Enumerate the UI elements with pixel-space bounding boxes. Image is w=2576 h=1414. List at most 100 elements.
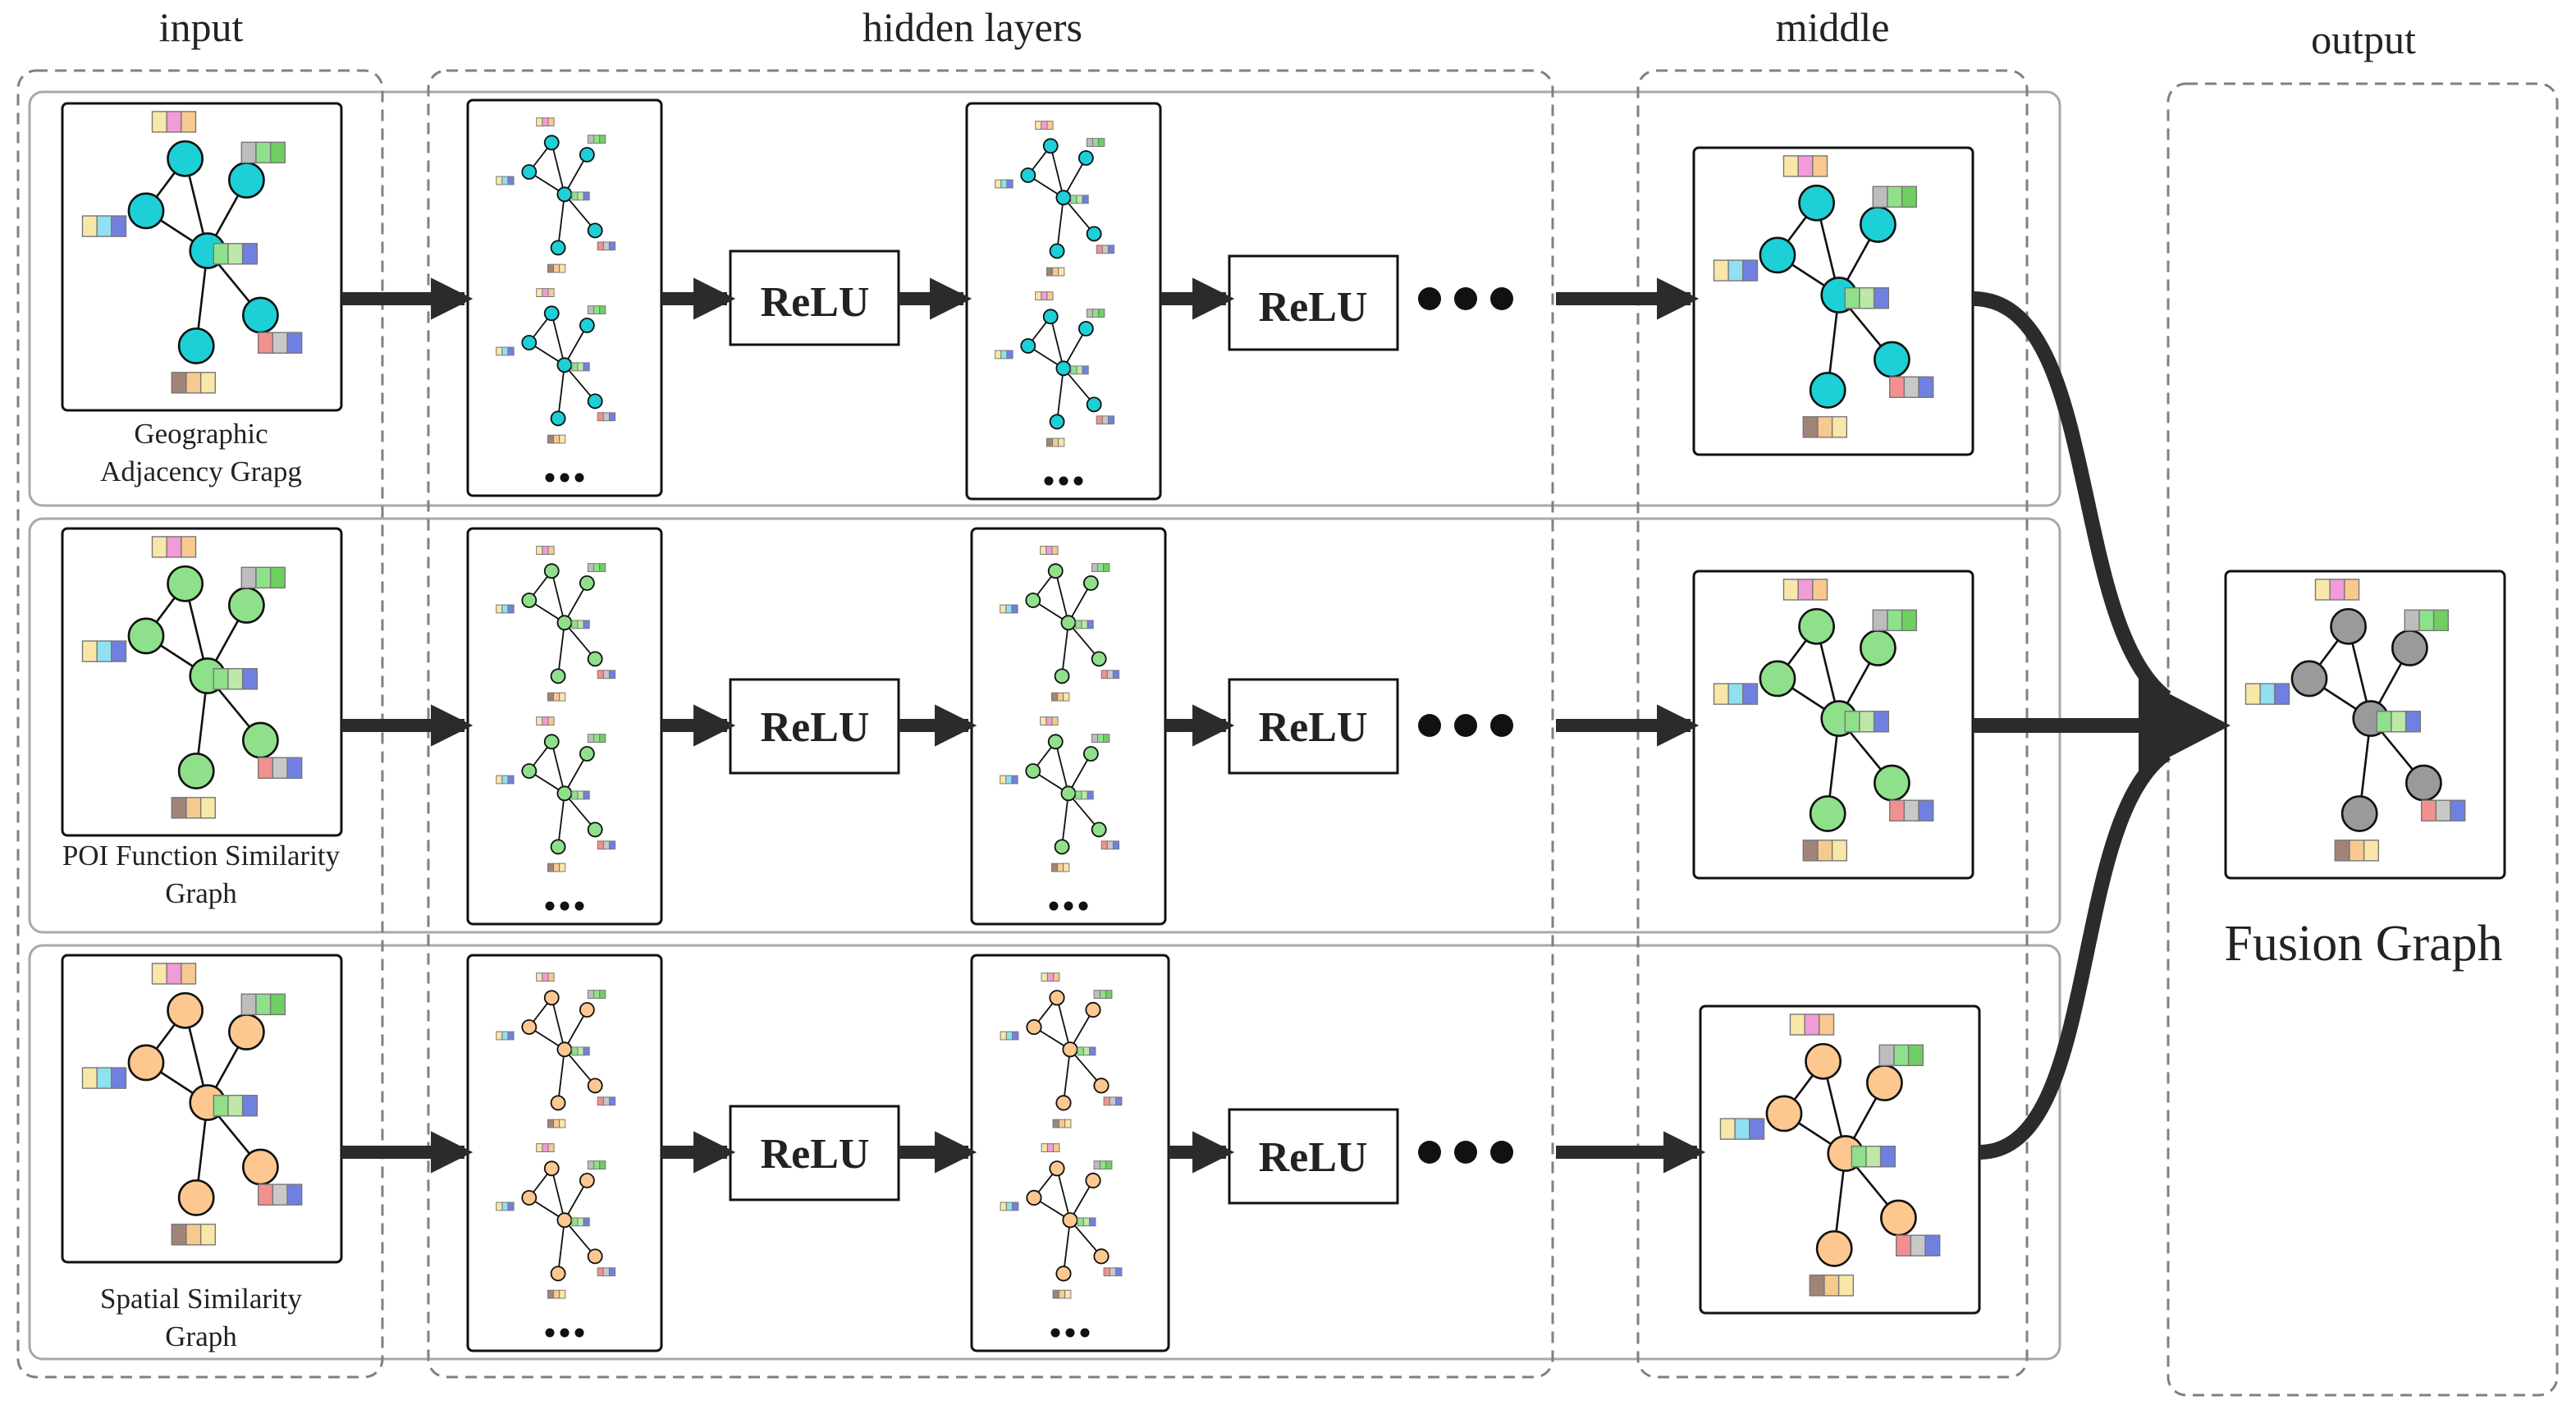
graph-node — [556, 1041, 573, 1058]
relu-box — [729, 678, 900, 775]
fusion-graph-label: Fusion Graph — [2224, 916, 2502, 972]
feature-vector-cell — [1817, 416, 1833, 438]
graph-node — [127, 1044, 165, 1082]
feature-vector-cell — [2404, 711, 2422, 733]
column-title-hidden-layers: hidden layers — [862, 4, 1082, 50]
feature-vector-cell — [181, 111, 197, 133]
feature-vector-cell — [587, 135, 595, 144]
feature-vector-cell — [597, 1096, 604, 1106]
feature-vector-cell — [241, 243, 259, 265]
graph-edge — [551, 1168, 565, 1221]
feature-vector-cell — [1070, 194, 1078, 204]
feature-vector-cell — [1103, 563, 1110, 573]
feature-vector-cell — [599, 305, 606, 315]
graph-node — [167, 565, 204, 602]
feature-vector-cell — [496, 1201, 503, 1211]
feature-vector-cell — [1045, 267, 1054, 277]
row-3-caption-line-1: Spatial Similarity — [100, 1283, 302, 1315]
feature-vector-cell — [1098, 138, 1105, 148]
graph-node — [543, 305, 560, 322]
feature-vector-cell — [593, 135, 601, 144]
feature-vector-cell — [1046, 121, 1054, 130]
graph-node — [1042, 309, 1059, 325]
feature-vector-cell — [496, 604, 503, 614]
graph-node — [543, 563, 560, 579]
feature-vector-cell — [536, 972, 543, 982]
graph-edge — [1050, 145, 1064, 199]
feature-vector-cell — [1106, 670, 1114, 680]
graph-node — [1765, 1095, 1803, 1133]
graph-node — [521, 1019, 538, 1035]
graph-node — [1086, 396, 1102, 413]
graph-node — [1054, 839, 1070, 855]
graph-edge — [557, 1220, 565, 1274]
feature-vector-cell — [1837, 1274, 1855, 1297]
feature-vector-cell — [1713, 259, 1729, 281]
graph-node — [1815, 1230, 1853, 1267]
feature-vector-cell — [507, 1201, 515, 1211]
ellipsis-dots — [545, 901, 555, 911]
graph-edge — [1068, 622, 1100, 660]
column-title-input: input — [159, 4, 244, 50]
feature-vector-cell — [496, 346, 503, 356]
graph-node — [587, 1248, 603, 1265]
feature-vector-cell — [2344, 579, 2360, 601]
feature-vector-cell — [1112, 670, 1120, 680]
feature-vector-cell — [1000, 604, 1007, 614]
graph-edge — [564, 793, 596, 831]
graph-node — [1025, 593, 1041, 608]
graph-node — [1026, 1018, 1042, 1036]
feature-vector-cell — [602, 1096, 610, 1106]
feature-vector-cell — [1081, 620, 1088, 629]
feature-vector-cell — [257, 332, 274, 354]
feature-vector-cell — [1831, 840, 1848, 862]
feature-vector-cell — [1040, 716, 1047, 726]
feature-vector-cell — [96, 640, 112, 662]
graph-node — [1042, 138, 1059, 154]
feature-vector-cell — [501, 1031, 509, 1041]
feature-vector-cell — [1888, 799, 1906, 821]
feature-vector-cell — [593, 1160, 601, 1170]
feature-vector-cell — [1096, 415, 1103, 425]
graph-node — [1062, 1041, 1078, 1058]
feature-vector-cell — [171, 1224, 187, 1246]
feature-vector-cell — [1091, 734, 1099, 744]
feature-vector-cell — [1878, 1044, 1895, 1067]
graph-node — [556, 785, 573, 802]
feature-vector-cell — [269, 566, 286, 589]
graph-node — [177, 327, 215, 364]
graph-edge — [564, 622, 596, 660]
node-graph — [995, 291, 1115, 447]
feature-vector-cell — [1918, 376, 1934, 398]
feature-vector-cell — [1076, 365, 1083, 375]
graph-node — [242, 721, 279, 759]
feature-vector-cell — [1064, 1119, 1072, 1128]
ellipsis-dots — [574, 1328, 584, 1338]
feature-vector-cell — [1041, 1143, 1048, 1153]
feature-vector-cell — [1052, 1289, 1059, 1299]
ellipsis-dots — [1490, 287, 1513, 310]
feature-vector-cell — [577, 362, 584, 372]
feature-vector-cell — [286, 1183, 303, 1206]
feature-vector-cell — [1888, 376, 1906, 398]
feature-vector-cell — [1000, 350, 1008, 359]
feature-vector-cell — [501, 1201, 509, 1211]
feature-vector-cell — [547, 692, 555, 702]
feature-vector-cell — [571, 790, 579, 800]
ellipsis-dots — [1418, 1141, 1441, 1164]
graph-node — [1055, 1265, 1072, 1282]
graph-node — [1055, 190, 1072, 206]
graph-node — [167, 991, 204, 1029]
graph-edge — [1063, 368, 1095, 405]
feature-vector-cell — [166, 963, 182, 985]
graph-edge — [1055, 570, 1069, 624]
graph-node — [579, 575, 595, 591]
feature-vector-cell — [2349, 840, 2365, 862]
feature-vector-cell — [1082, 194, 1089, 204]
graph-node — [1060, 615, 1077, 631]
ellipsis-dots — [1050, 1328, 1060, 1338]
feature-vector-cell — [1817, 840, 1833, 862]
feature-vector-cell — [599, 135, 606, 144]
graph-node — [587, 1078, 603, 1094]
feature-vector-cell — [1091, 563, 1099, 573]
